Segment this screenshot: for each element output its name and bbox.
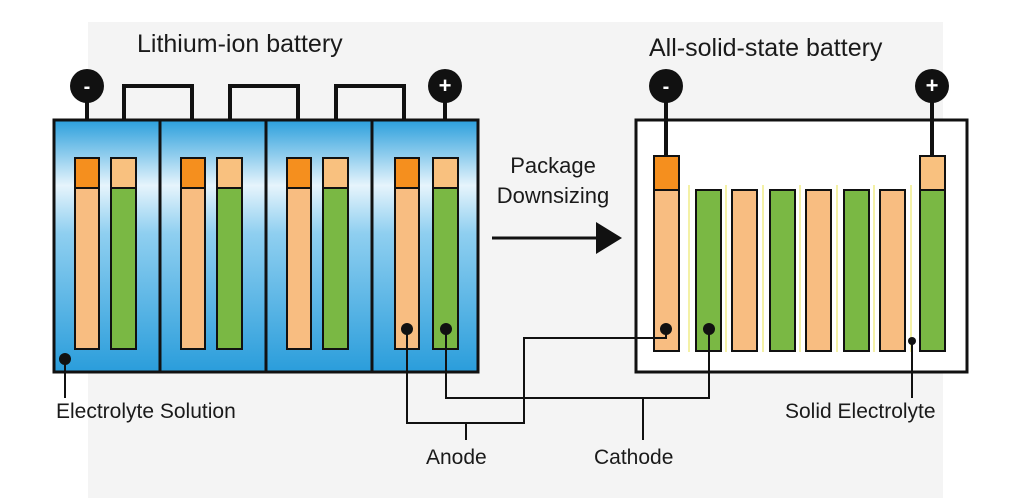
positive-terminal-sign: + xyxy=(439,73,452,98)
package-line: Package xyxy=(510,153,596,178)
cathode-label: Cathode xyxy=(594,446,674,469)
cathode-dot-ss xyxy=(703,323,715,335)
li-anode-2 xyxy=(180,187,206,350)
all-solid-state-battery: - + xyxy=(634,69,969,398)
li-cathode-tab-2 xyxy=(216,157,243,189)
li-anode-tab-4 xyxy=(394,157,420,189)
leader-dots xyxy=(401,323,715,335)
ss-cathode-3 xyxy=(843,189,870,352)
anode-leader-left xyxy=(406,331,467,440)
ss-anode-3 xyxy=(805,189,832,352)
solid-electrolyte-label: Solid Electrolyte xyxy=(785,400,936,423)
li-anode-1 xyxy=(74,187,100,350)
li-cell-1 xyxy=(52,118,162,374)
package-downsizing-label: Package Downsizing xyxy=(478,151,628,211)
ss-positive-terminal-sign: + xyxy=(926,73,939,98)
li-cell-3 xyxy=(264,118,374,374)
solid-state-case xyxy=(634,118,969,374)
anode-leader-right xyxy=(466,331,667,424)
anode-label: Anode xyxy=(426,446,487,469)
package-downsizing-arrow xyxy=(492,222,622,254)
solid-electrolyte-layers xyxy=(688,185,912,352)
ss-anode-tab xyxy=(653,155,680,191)
lithium-ion-battery: - + xyxy=(52,69,480,398)
li-cathode-1 xyxy=(110,187,137,350)
ss-negative-terminal-sign: - xyxy=(663,76,670,98)
li-cathode-2 xyxy=(216,187,243,350)
negative-terminal-icon xyxy=(70,69,104,103)
li-anode-tab-2 xyxy=(180,157,206,189)
positive-terminal-icon xyxy=(428,69,462,103)
lithium-ion-title: Lithium-ion battery xyxy=(137,30,343,58)
anode-dot-li xyxy=(401,323,413,335)
li-cathode-3 xyxy=(322,187,349,350)
electrolyte-solution-label: Electrolyte Solution xyxy=(56,400,236,423)
solid-state-title: All-solid-state battery xyxy=(649,34,883,62)
arrow-head-icon xyxy=(596,222,622,254)
negative-terminal-sign: - xyxy=(84,76,91,98)
ss-negative-terminal-icon xyxy=(649,69,683,103)
ss-cathode-tab xyxy=(919,155,946,191)
cathode-leader-right xyxy=(643,331,710,399)
downsizing-line: Downsizing xyxy=(496,183,610,208)
li-cathode-tab-3 xyxy=(322,157,349,189)
ss-positive-terminal-icon xyxy=(915,69,949,103)
ss-cathode-2 xyxy=(769,189,796,352)
ss-cathode-4 xyxy=(919,189,946,352)
cathode-dot-li xyxy=(440,323,452,335)
li-anode-tab-1 xyxy=(74,157,100,189)
ss-anode-4 xyxy=(879,189,906,352)
li-cell-2 xyxy=(158,118,268,374)
li-cathode-tab-4 xyxy=(432,157,459,189)
li-cathode-tab-1 xyxy=(110,157,137,189)
li-anode-3 xyxy=(286,187,312,350)
ss-anode-2 xyxy=(731,189,758,352)
anode-dot-ss xyxy=(660,323,672,335)
leader-lines xyxy=(406,331,710,440)
cathode-leader-left xyxy=(445,331,644,440)
li-cell-4 xyxy=(370,118,480,374)
li-anode-tab-3 xyxy=(286,157,312,189)
